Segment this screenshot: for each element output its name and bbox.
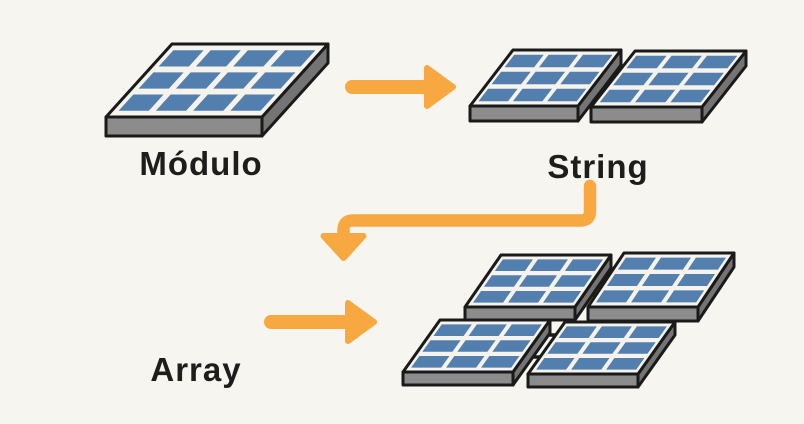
solar-panel-string-1-cell (560, 71, 600, 85)
solar-panel-array-3-cell (503, 324, 542, 337)
solar-panel-module-cell (118, 94, 164, 111)
solar-panel-array-4-cell (617, 342, 656, 354)
solar-panel-array-4-cell (571, 357, 610, 370)
solar-panel-array-4-cell (593, 326, 632, 339)
solar-panel-array-1-cell (564, 259, 603, 272)
solar-panel-array-4-cell (547, 342, 586, 354)
solar-panel-string-2-cell (683, 72, 724, 86)
solar-panel-array-2-cell (652, 257, 691, 270)
solar-panel-module-cell (233, 50, 279, 67)
solar-panel-array-3-cell (457, 340, 496, 352)
solar-panel-string-2-cell (697, 55, 738, 69)
solar-panel-array-3-cell (422, 340, 461, 352)
solar-panel-array-2-cell (666, 290, 705, 303)
solar-panel-module-cell (270, 50, 316, 67)
solar-panel-array-1-cell (553, 275, 593, 287)
solar-panel-array-3-cell (411, 355, 450, 368)
solar-panel-array-2-cell (641, 273, 681, 287)
array-label: Array (150, 351, 242, 388)
solar-panel-array-2-front-face (586, 305, 700, 323)
solar-panel-array-1-cell (518, 275, 558, 287)
solar-panel-module-cell (138, 72, 184, 89)
solar-panel-string-2-cell (613, 72, 654, 86)
solar-panel-array-4-cell (628, 326, 667, 339)
solar-panel-string-1-cell (491, 71, 531, 85)
solar-panel-array-1-cell (543, 290, 582, 303)
solar-panel-module-cell (213, 72, 259, 89)
solar-panel-string-2-cell (599, 89, 640, 103)
solar-panel-module-cell (250, 72, 296, 89)
solar-panel-module-top-face (104, 42, 330, 119)
solar-panel-array-1-cell (473, 290, 512, 303)
solar-panel-string-1-cell (547, 88, 587, 102)
solar-panel-array-3-cell (481, 355, 520, 368)
solar-panel-module-front-face (104, 115, 264, 138)
solar-panel-array-4-front-face (526, 372, 640, 389)
solar-panel-module-cell (158, 50, 204, 67)
solar-panel-array-3-cell (468, 324, 507, 337)
solar-panel-string-1-cell (504, 54, 544, 68)
solar-panel-array-3-front-face (401, 370, 515, 387)
solar-panel-string-2-cell (635, 89, 676, 103)
solar-panel-array-3-cell (433, 324, 472, 337)
solar-panel-string-1-cell (525, 71, 566, 85)
solar-panel-array-1-cell (529, 259, 568, 272)
solar-panel-string-2-front-face (589, 105, 704, 124)
solar-panel-module-cell (175, 72, 221, 89)
solar-panel-module-cell (155, 94, 201, 111)
solar-panel-array-4-cell (606, 357, 645, 370)
solar-panel-array-1-cell (508, 290, 547, 303)
solar-panel-string-1-cell (478, 88, 518, 102)
solar-panel-array-2-cell (676, 273, 716, 287)
solar-panel-array-2-cell (617, 257, 656, 270)
solar-panel-array-2-cell (631, 290, 670, 303)
solar-panel-array-4-cell (536, 357, 575, 370)
string-label: String (547, 148, 649, 185)
solar-panel-string-1-cell (512, 88, 553, 102)
solar-panel-array-4-cell (582, 342, 621, 354)
module-label: Módulo (139, 145, 263, 182)
solar-panel-module-cell (230, 94, 276, 111)
solar-panel-array-2-cell (606, 273, 646, 287)
elbow-arrow-down-icon-head (320, 233, 367, 261)
solar-panel-string-2-cell (648, 72, 689, 86)
arrow-right-icon-head (345, 300, 377, 344)
solar-panel-array-1-cell (483, 275, 523, 287)
solar-panel-module-cell (193, 94, 239, 111)
solar-panel-array-1-front-face (463, 305, 577, 322)
solar-panel-string-1-cell (573, 54, 613, 68)
solar-panel-array-3-cell (446, 355, 485, 368)
solar-panel-string-1-front-face (468, 104, 580, 123)
solar-panel-array-2-cell (687, 257, 726, 270)
arrow-right-icon-head (424, 65, 456, 109)
solar-panel-string-2-cell (670, 89, 711, 103)
solar-panel-string-1-cell (538, 54, 579, 68)
solar-panel-array-2-cell (596, 290, 635, 303)
solar-panel-string-2-cell (626, 55, 667, 69)
elbow-arrow-down-icon (337, 179, 597, 246)
solar-panel-array-1-cell (494, 259, 533, 272)
solar-panel-string-2-cell (661, 55, 702, 69)
solar-panel-module-cell (195, 50, 241, 67)
solar-panel-array-4-cell (558, 326, 597, 339)
solar-panel-array-3-cell (492, 340, 531, 352)
